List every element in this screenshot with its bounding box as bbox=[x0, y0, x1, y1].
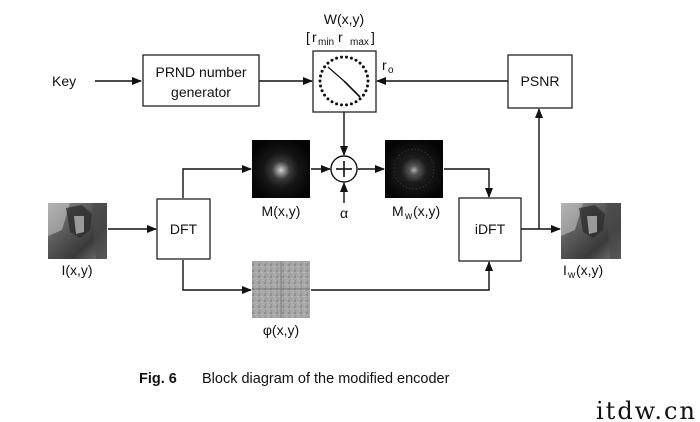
w-label: W(x,y) bbox=[324, 11, 364, 27]
magnitude-spectrum-image bbox=[252, 140, 310, 198]
dial-dot bbox=[319, 74, 323, 78]
site-watermark: itdw.cn bbox=[596, 397, 697, 422]
mw-label-m: M bbox=[392, 203, 404, 219]
dial-dot bbox=[335, 56, 339, 60]
dial-dot bbox=[358, 97, 362, 101]
dial-dot bbox=[364, 69, 368, 73]
dial-dot bbox=[320, 69, 324, 73]
mw-label-sub: w bbox=[404, 211, 413, 222]
range-max-sub: max bbox=[350, 37, 369, 48]
dial-dot bbox=[335, 102, 339, 106]
dial-needle-short bbox=[327, 66, 345, 82]
watermarked-spectrum: M w (x,y) bbox=[385, 140, 443, 222]
arrow-mw-to-idft bbox=[444, 168, 493, 198]
psnr-block: PSNR bbox=[507, 54, 573, 109]
dial-dot bbox=[358, 61, 362, 65]
output-label-i: I bbox=[563, 262, 567, 278]
dial-dot bbox=[354, 100, 358, 104]
dial-dot bbox=[365, 74, 369, 78]
dial-dot bbox=[339, 55, 343, 59]
dial-dot bbox=[323, 93, 327, 97]
alpha-label: α bbox=[340, 205, 348, 221]
dial-dot bbox=[354, 58, 358, 62]
dial-dot bbox=[365, 84, 369, 88]
range-label: [ r min r max ] bbox=[306, 29, 375, 48]
dial-dot bbox=[326, 97, 330, 101]
psnr-label: PSNR bbox=[521, 73, 560, 89]
range-close-bracket: ] bbox=[371, 29, 375, 45]
arrow-phi-to-idft bbox=[311, 261, 493, 291]
input-image-label: I(x,y) bbox=[61, 262, 92, 278]
dial-dot bbox=[345, 103, 349, 107]
m-label: M(x,y) bbox=[262, 203, 301, 219]
output-image: I w (x,y) bbox=[561, 203, 621, 281]
key-label: Key bbox=[52, 73, 76, 89]
caption-text: Block diagram of the modified encoder bbox=[202, 371, 450, 387]
range-min-sub: min bbox=[318, 37, 334, 48]
mw-label-rest: (x,y) bbox=[413, 203, 440, 219]
dial-dot bbox=[323, 65, 327, 69]
idft-block: iDFT bbox=[458, 197, 522, 262]
arrow-dft-to-phi bbox=[182, 260, 252, 294]
arrow-dft-to-m bbox=[182, 165, 252, 198]
dial-dot bbox=[318, 79, 322, 83]
magnitude-spectrum: M(x,y) bbox=[252, 140, 310, 219]
connections bbox=[95, 77, 561, 294]
dial-needle-long bbox=[343, 80, 361, 98]
input-image: I(x,y) bbox=[48, 203, 107, 278]
idft-label: iDFT bbox=[475, 221, 506, 237]
watermarked-spectrum-image bbox=[385, 140, 443, 198]
weight-dial bbox=[312, 50, 377, 113]
range-r-min: r bbox=[312, 29, 317, 45]
prnd-label-line2: generator bbox=[171, 84, 231, 100]
dial-dot bbox=[366, 79, 370, 83]
prnd-label-line1: PRND number bbox=[155, 64, 246, 80]
adder bbox=[330, 155, 358, 183]
dft-label: DFT bbox=[170, 221, 198, 237]
figure-caption: Fig. 6 Block diagram of the modified enc… bbox=[139, 371, 450, 387]
dial-dot bbox=[330, 58, 334, 62]
ro-label: r o bbox=[382, 57, 394, 76]
dial-dot bbox=[326, 61, 330, 65]
dial-dot bbox=[330, 100, 334, 104]
dial-dot bbox=[339, 103, 343, 107]
dial-dot bbox=[361, 93, 365, 97]
dial-dot bbox=[361, 65, 365, 69]
phase-spectrum: φ(x,y) bbox=[252, 261, 310, 338]
output-label-sub: w bbox=[567, 270, 576, 281]
ro-sub: o bbox=[388, 65, 394, 76]
phi-label: φ(x,y) bbox=[263, 322, 299, 338]
dft-block: DFT bbox=[156, 198, 211, 260]
dial-dot bbox=[320, 89, 324, 93]
dial-dot bbox=[349, 102, 353, 106]
ro-r: r bbox=[382, 57, 387, 73]
dial-dot bbox=[349, 56, 353, 60]
range-r-max: r bbox=[338, 29, 343, 45]
caption-fig-number: Fig. 6 bbox=[139, 371, 177, 387]
dial-dot bbox=[345, 55, 349, 59]
range-open-bracket: [ bbox=[306, 29, 310, 45]
prnd-generator-block: PRND number generator bbox=[142, 54, 260, 107]
dial-dots bbox=[318, 55, 370, 107]
dial-dot bbox=[319, 84, 323, 88]
dial-dot bbox=[364, 89, 368, 93]
output-label-rest: (x,y) bbox=[576, 262, 603, 278]
